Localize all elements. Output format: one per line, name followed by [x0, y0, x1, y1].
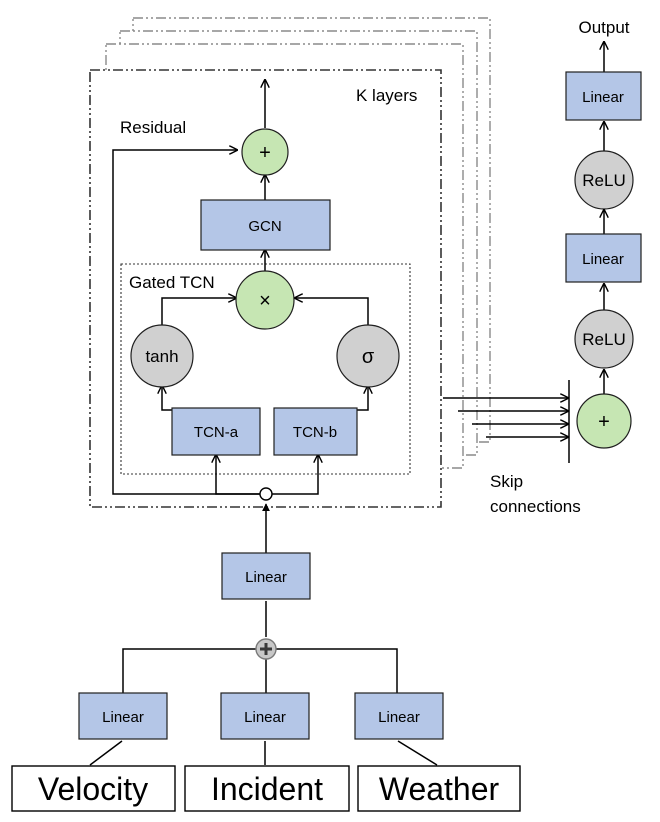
tanh-label: tanh	[145, 347, 178, 366]
residual-path	[112, 150, 260, 495]
arrow-sigma-to-mult	[295, 298, 369, 325]
linear-main	[221, 552, 311, 600]
arrow-tcnb-to-sigma	[357, 386, 368, 411]
arrow-to-tcn-a	[216, 455, 260, 495]
incident-input-label: Incident	[211, 771, 323, 807]
relu-top-node	[574, 150, 634, 210]
weather-connector	[397, 740, 438, 766]
multiply-symbol: ×	[259, 290, 271, 312]
linear-incident-label: Linear	[244, 709, 286, 726]
split-node	[259, 487, 273, 501]
gcn-block	[200, 199, 331, 251]
skip-label-1: Skip	[490, 472, 523, 491]
tcn-b-label: TCN-b	[293, 424, 337, 441]
linear-velocity-label: Linear	[102, 709, 144, 726]
arrow-to-tcn-b	[272, 455, 318, 495]
k-layers-label: K layers	[356, 86, 417, 105]
relu-top-label: ReLU	[582, 171, 625, 190]
sigma-label: σ	[362, 346, 375, 368]
relu-bottom-label: ReLU	[582, 330, 625, 349]
concat-plus-icon	[260, 643, 272, 655]
weather-input-label: Weather	[379, 771, 500, 807]
linear-velocity	[78, 692, 168, 740]
velocity-input-label: Velocity	[38, 771, 148, 807]
linear-out-top-label: Linear	[582, 89, 624, 106]
linear-main-label: Linear	[245, 569, 287, 586]
linear-out-top	[565, 71, 642, 121]
velocity-connector	[89, 740, 123, 766]
linear-weather	[354, 692, 444, 740]
add-node-top	[241, 128, 289, 176]
linear-out-mid	[565, 233, 642, 283]
skip-add-symbol: +	[598, 411, 610, 433]
skip-add-node	[576, 393, 632, 449]
velocity-input-box	[11, 765, 176, 812]
tanh-node	[130, 324, 194, 388]
output-label: Output	[578, 18, 629, 37]
skip-label-2: connections	[490, 497, 581, 516]
add-top-symbol: +	[259, 142, 271, 164]
weather-input-box	[357, 765, 521, 812]
linear-incident	[220, 692, 310, 740]
relu-bottom-node	[574, 309, 634, 369]
gcn-label: GCN	[248, 218, 281, 235]
linear-weather-label: Linear	[378, 709, 420, 726]
linear-out-mid-label: Linear	[582, 251, 624, 268]
gated-tcn-label: Gated TCN	[129, 273, 215, 292]
incident-input-box	[184, 765, 350, 812]
velocity-to-concat-line	[122, 648, 256, 693]
tcn-a-label: TCN-a	[194, 424, 239, 441]
residual-label: Residual	[120, 118, 186, 137]
tcn-b-block	[273, 407, 358, 456]
sigma-node	[336, 324, 400, 388]
multiply-node	[235, 270, 295, 330]
arrow-tcna-to-tanh	[162, 386, 172, 411]
weather-to-concat-line	[276, 648, 398, 693]
arrow-tanh-to-mult	[161, 298, 236, 325]
tcn-a-block	[171, 407, 261, 456]
